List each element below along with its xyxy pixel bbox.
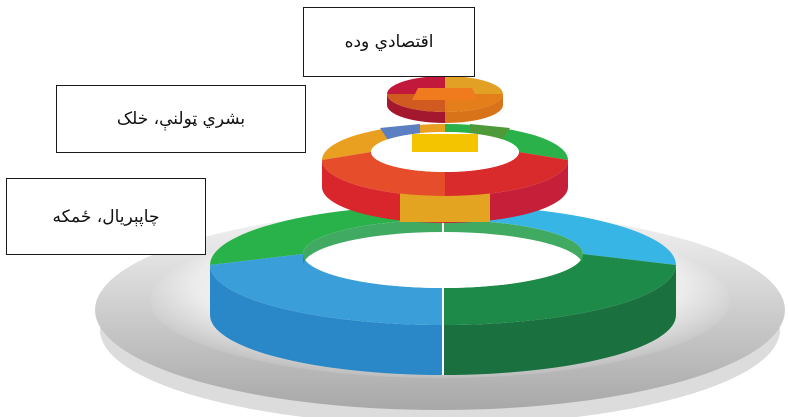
top-ring [387, 76, 503, 123]
label-society: بشري ټولنې، خلک [56, 85, 306, 153]
bottom-ring [210, 205, 676, 375]
label-biosphere: چاپېريال، ځمکه [6, 178, 206, 255]
label-economy: اقتصادي وده [303, 7, 475, 77]
middle-ring [322, 124, 568, 223]
